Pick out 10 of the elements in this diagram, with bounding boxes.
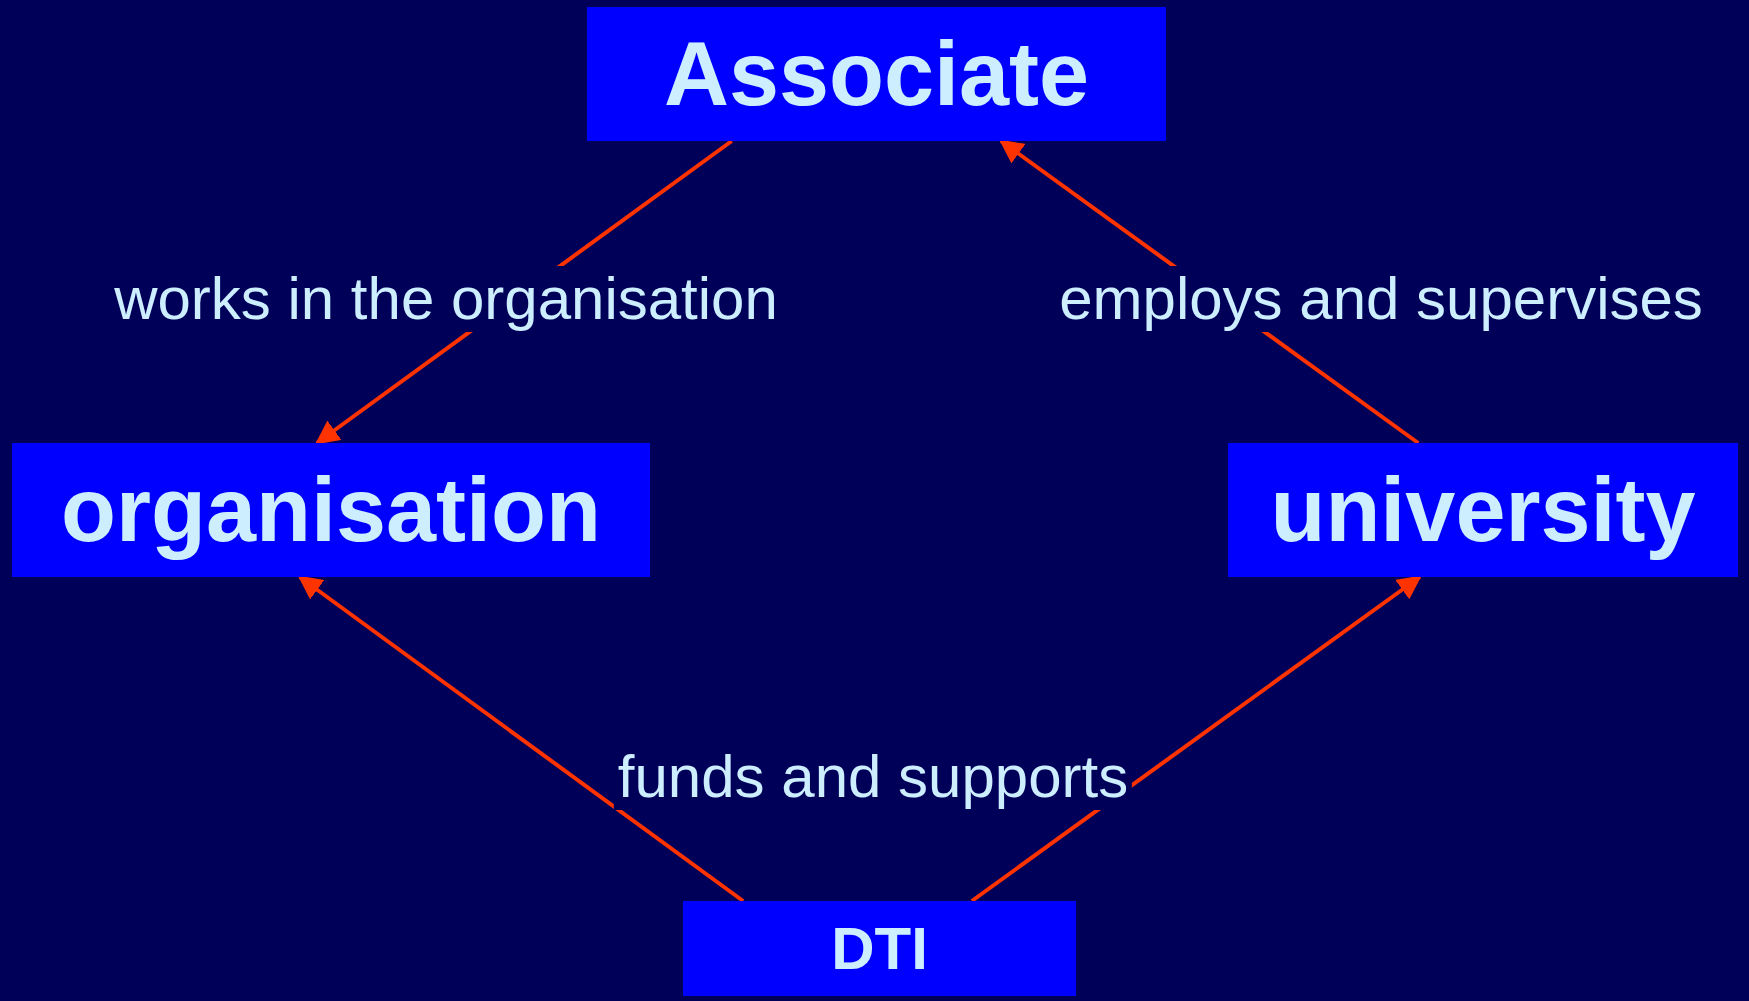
node-box [12, 443, 650, 577]
node-box [683, 901, 1076, 996]
node-box [1228, 443, 1738, 577]
node-label: Associate [663, 22, 1090, 126]
node-label: organisation [60, 458, 601, 562]
node-label: DTI [831, 914, 928, 983]
arrow [970, 575, 1422, 903]
arrow [297, 575, 745, 903]
node-box [587, 7, 1166, 141]
node-label: university [1270, 458, 1696, 562]
